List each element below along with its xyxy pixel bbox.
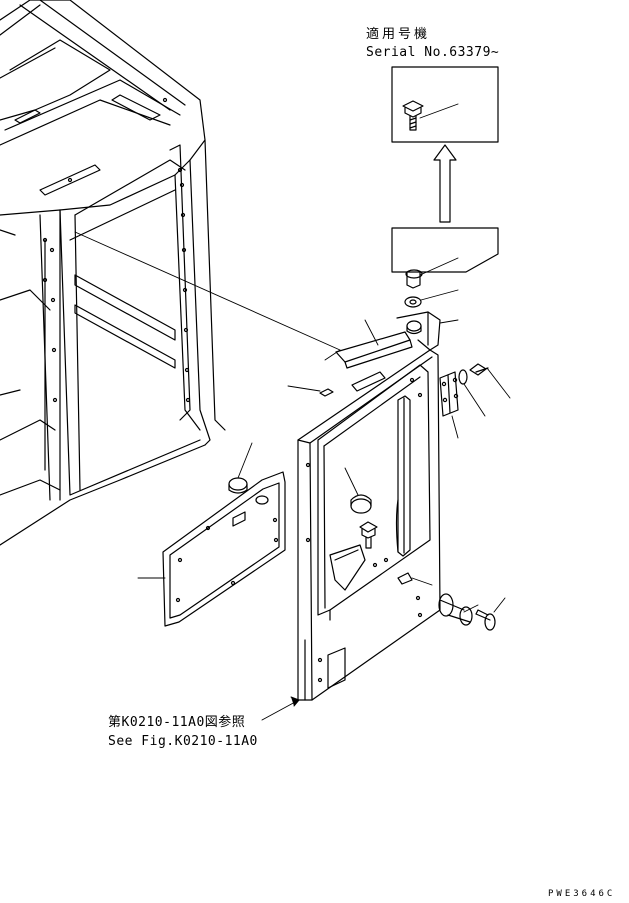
hinge-washer (458, 369, 486, 417)
stopper-bolt (475, 597, 506, 631)
cover-plate (137, 471, 286, 627)
door-stopper (438, 593, 479, 626)
grommet (228, 442, 253, 494)
leader-line (74, 231, 341, 351)
applicable-serial-label-jp: 適用号機 (366, 27, 431, 42)
hinge-bracket (396, 311, 459, 351)
drawing-code: PWE3646C (548, 889, 616, 899)
inset-new-bolt (391, 66, 499, 143)
cab-frame (0, 0, 226, 546)
serial-number-label: Serial No.63379~ (366, 45, 500, 60)
hinge-bolt (469, 363, 511, 399)
reference-arrow (261, 700, 298, 721)
inset-old-nut (391, 227, 499, 289)
upper-hinge-plate (335, 319, 413, 369)
arrow-up (433, 144, 457, 223)
figure-reference-jp: 第K0210-11A0図参照 (108, 715, 246, 730)
washer-stack (404, 289, 459, 335)
door-pin (287, 385, 334, 397)
side-hinge (439, 371, 459, 439)
figure-reference-en: See Fig.K0210-11A0 (108, 734, 258, 749)
door-panel (297, 349, 441, 701)
